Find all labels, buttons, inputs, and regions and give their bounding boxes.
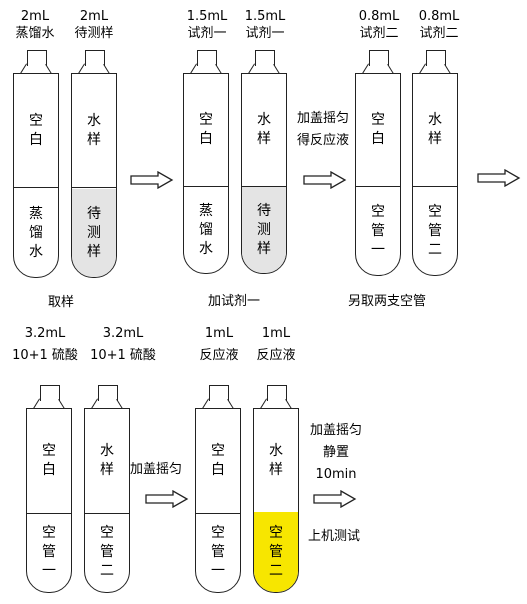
step-take-sample: 取样 (48, 295, 75, 310)
arrow-right-icon (145, 490, 189, 508)
arrow-right-icon (303, 171, 347, 189)
test-tube-4: 水样 待测样 (241, 50, 289, 274)
test-tube-7: 空白 空管一 (26, 385, 74, 593)
shake-get-reaction-note: 加盖摇匀得反应液 (296, 111, 349, 148)
arrow-right-icon (130, 171, 174, 189)
tube-5-top-label: 空白 (371, 112, 385, 147)
tube-3-bottom-label: 蒸馏水 (199, 202, 213, 257)
test-tube-1: 空白 蒸馏水 (13, 50, 61, 278)
tube-10-top-label: 水样 (269, 443, 283, 478)
tube-7-bottom-label: 空管一 (42, 524, 56, 579)
arrow-right-icon (313, 490, 357, 508)
test-tube-9: 空白 空管一 (195, 385, 243, 593)
tube-1-bottom-label: 蒸馏水 (29, 205, 43, 260)
tube-8-top-label: 水样 (100, 443, 114, 478)
tube-10-yellow-fill: 空管二 (254, 512, 298, 592)
test-tube-6: 水样 空管二 (412, 50, 460, 276)
tube-4-top-label: 水样 (257, 112, 271, 147)
arrow-right-icon (477, 169, 521, 187)
test-tube-3: 空白 蒸馏水 (183, 50, 231, 274)
tube-4-bottom-label: 待测样 (257, 202, 271, 257)
test-tube-8: 水样 空管二 (84, 385, 132, 593)
shake-note: 加盖摇匀 (130, 462, 183, 477)
tube-9-top-label: 空白 (211, 443, 225, 478)
test-tube-10: 水样 空管二 (253, 385, 301, 593)
tube-10-bottom-label: 空管二 (269, 524, 283, 579)
tube-1-top-label: 空白 (29, 112, 43, 148)
test-tube-5: 空白 空管一 (355, 50, 403, 276)
tube-6-top-label: 水样 (428, 112, 442, 147)
measure-note: 上机测试 (308, 529, 361, 544)
tube-2-sample-fill: 待测样 (72, 189, 116, 277)
tube-7-top-label: 空白 (42, 443, 56, 478)
tube-3-top-label: 空白 (199, 112, 213, 147)
tube-2-bottom-label: 待测样 (87, 205, 101, 260)
tube-5-bottom-label: 空管一 (371, 203, 385, 258)
step-add-reagent1: 加试剂一 (208, 294, 261, 309)
tube-4-sample-fill: 待测样 (242, 187, 286, 273)
step-take-tubes: 另取两支空管 (348, 294, 427, 309)
tube-9-bottom-label: 空管一 (211, 524, 225, 579)
tube-8-bottom-label: 空管二 (100, 524, 114, 579)
tube-2-top-label: 水样 (87, 112, 101, 148)
tube-6-bottom-label: 空管二 (428, 203, 442, 258)
test-tube-2: 水样 待测样 (71, 50, 119, 278)
